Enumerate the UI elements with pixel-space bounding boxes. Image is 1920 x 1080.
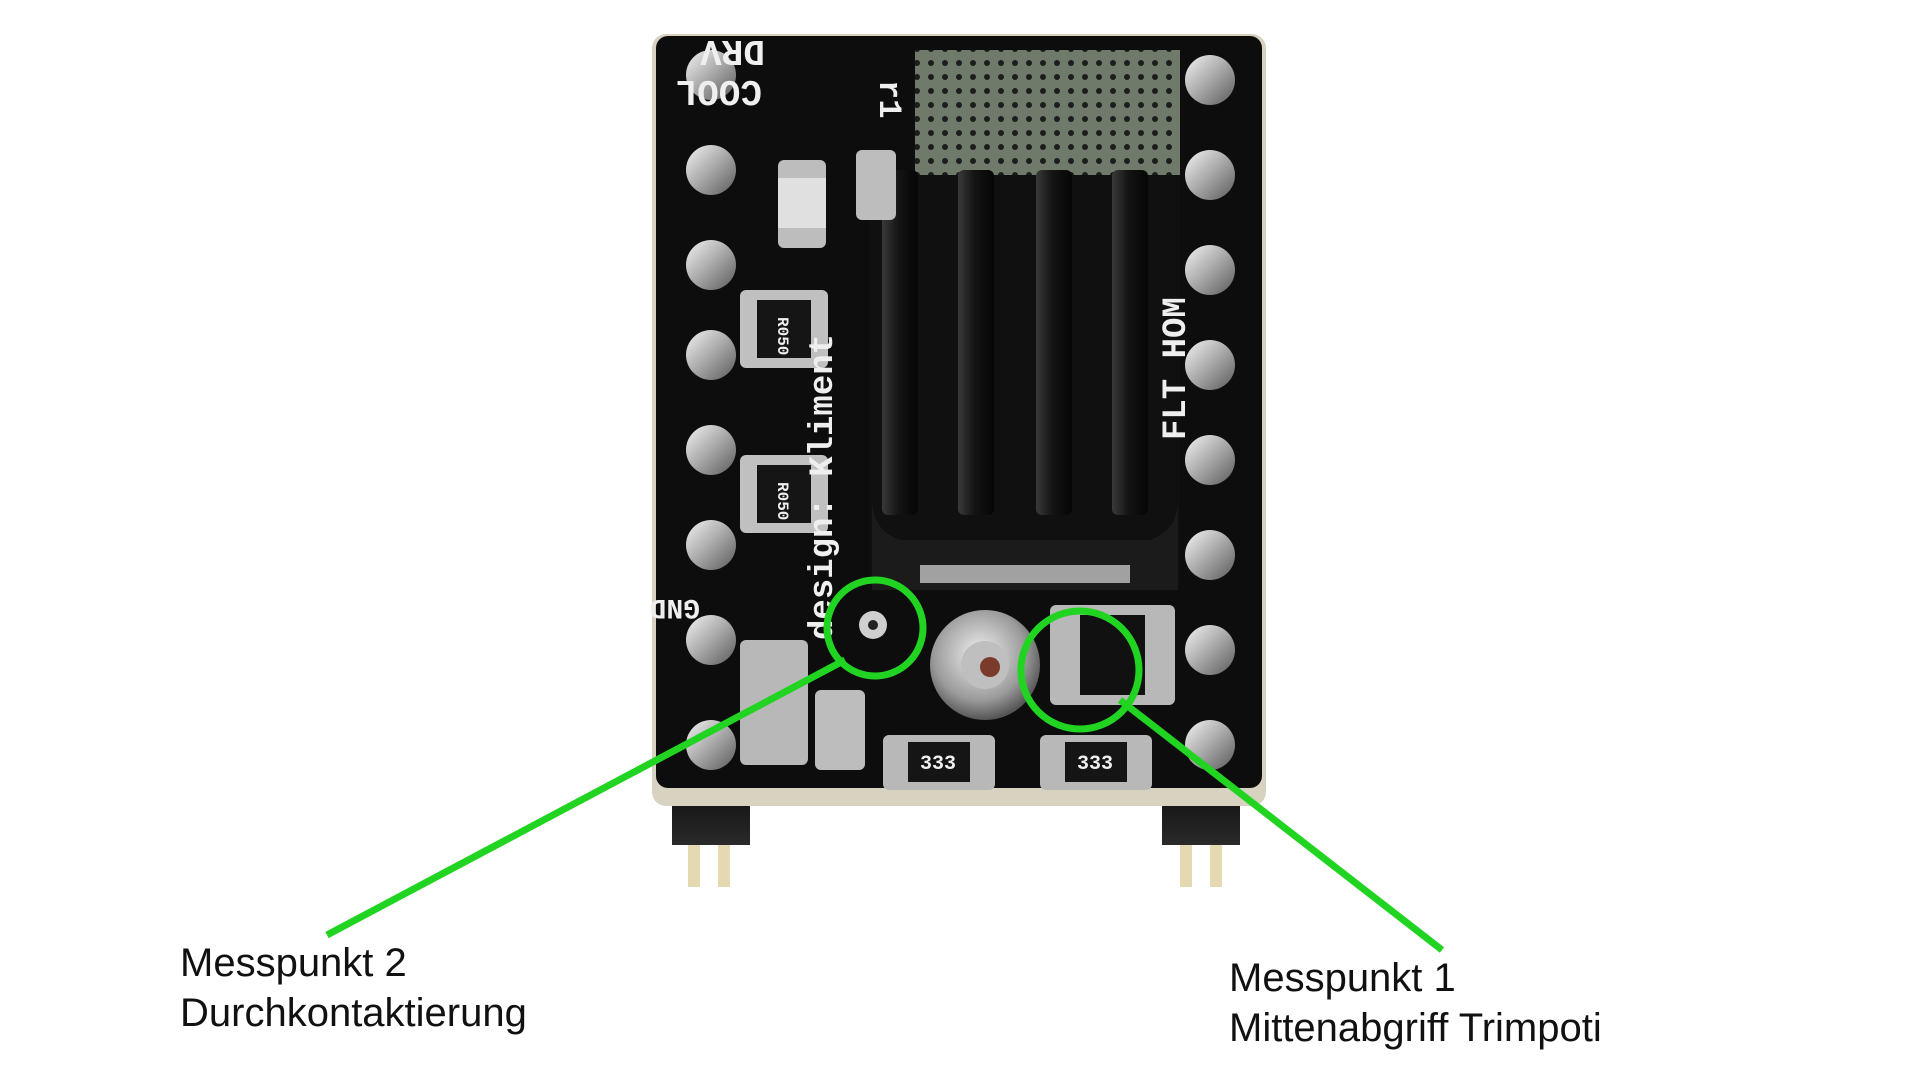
silk-side-label: FLT HOM [1158, 297, 1196, 440]
silk-r050-2: R050 [773, 482, 791, 520]
left-pin-row [686, 50, 736, 770]
silk-drv: DRV [700, 30, 765, 71]
annotation-label-point-2: Messpunkt 2 Durchkontaktierung [180, 938, 527, 1038]
leader-line-point-1 [1117, 697, 1445, 953]
smd-components [740, 150, 1175, 790]
highlight-circle-via [823, 576, 927, 680]
silk-333-1: 333 [920, 753, 956, 776]
point-2-title: Messpunkt 2 [180, 941, 407, 985]
point-2-description: Durchkontaktierung [180, 991, 527, 1035]
annotation-point-1 [1017, 607, 1445, 953]
right-pin-row [1185, 55, 1235, 770]
point-1-title: Messpunkt 1 [1229, 956, 1456, 1000]
trimpot [930, 610, 1040, 720]
highlight-circle-trimpot [1017, 607, 1143, 733]
silk-333-2: 333 [1077, 753, 1113, 776]
silk-designer: design: Kliment [805, 334, 843, 640]
annotation-label-point-1: Messpunkt 1 Mittenabgriff Trimpoti [1229, 953, 1602, 1053]
leader-line-point-2 [325, 656, 847, 939]
annotation-point-2 [325, 576, 927, 939]
silk-revision: r1 [870, 80, 907, 118]
silkscreen: DRV COOL r1 FLT HOM design: Kliment GND … [650, 30, 1196, 776]
point-1-description: Mittenabgriff Trimpoti [1229, 1006, 1602, 1050]
silk-cool: COOL [676, 70, 762, 111]
silk-gnd: GND [650, 591, 700, 622]
heatsink [870, 170, 1180, 590]
silk-r050-1: R050 [773, 317, 791, 355]
